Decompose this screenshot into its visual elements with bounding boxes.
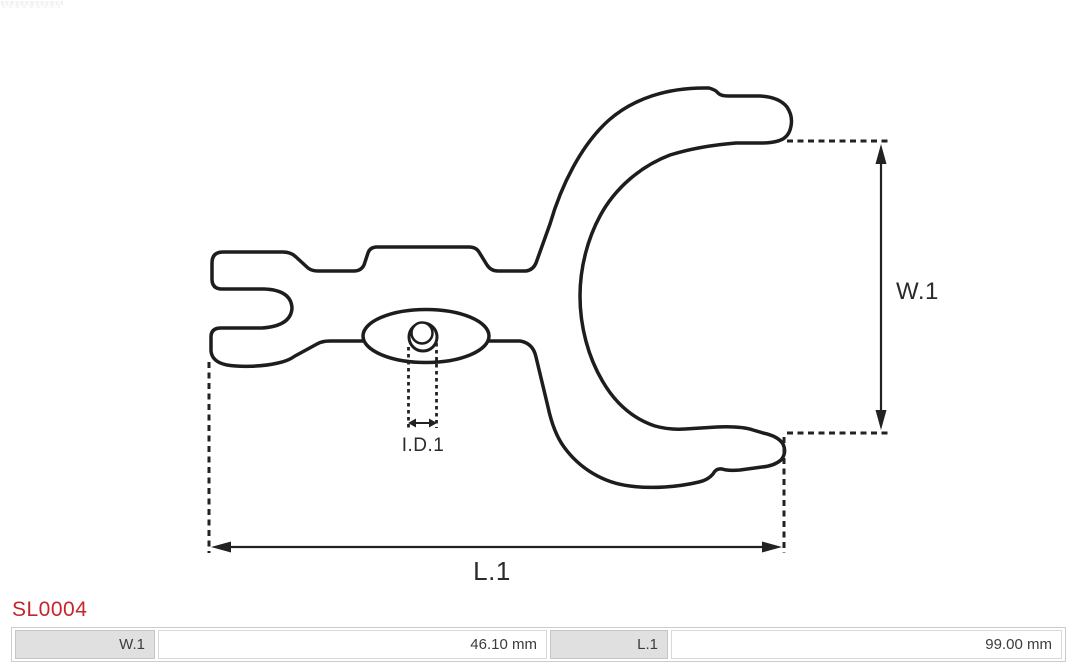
watermark-logo-strip <box>1 1 63 5</box>
spec-table: W.1 46.10 mm L.1 99.00 mm <box>11 627 1066 662</box>
dimension-id1 <box>407 343 438 428</box>
spec-param-l1: L.1 <box>550 630 668 659</box>
spec-value-l1: 99.00 mm <box>671 630 1062 659</box>
dimension-l1 <box>207 362 786 553</box>
dimension-label-l1: L.1 <box>473 556 511 586</box>
spec-param-w1: W.1 <box>15 630 155 659</box>
pivot-hole-inner <box>410 321 434 345</box>
part-code: SL0004 <box>12 598 88 621</box>
watermark-logo-strip-row2 <box>2 5 60 8</box>
spec-table-row: W.1 46.10 mm L.1 99.00 mm <box>15 630 1062 659</box>
part-diagram: W.1 L.1 I.D.1 <box>207 86 939 586</box>
dimension-label-w1: W.1 <box>896 278 939 305</box>
dimension-label-id1: I.D.1 <box>402 435 445 456</box>
spec-value-w1: 46.10 mm <box>158 630 547 659</box>
dimension-w1 <box>787 139 888 435</box>
lever-outline <box>209 86 794 490</box>
